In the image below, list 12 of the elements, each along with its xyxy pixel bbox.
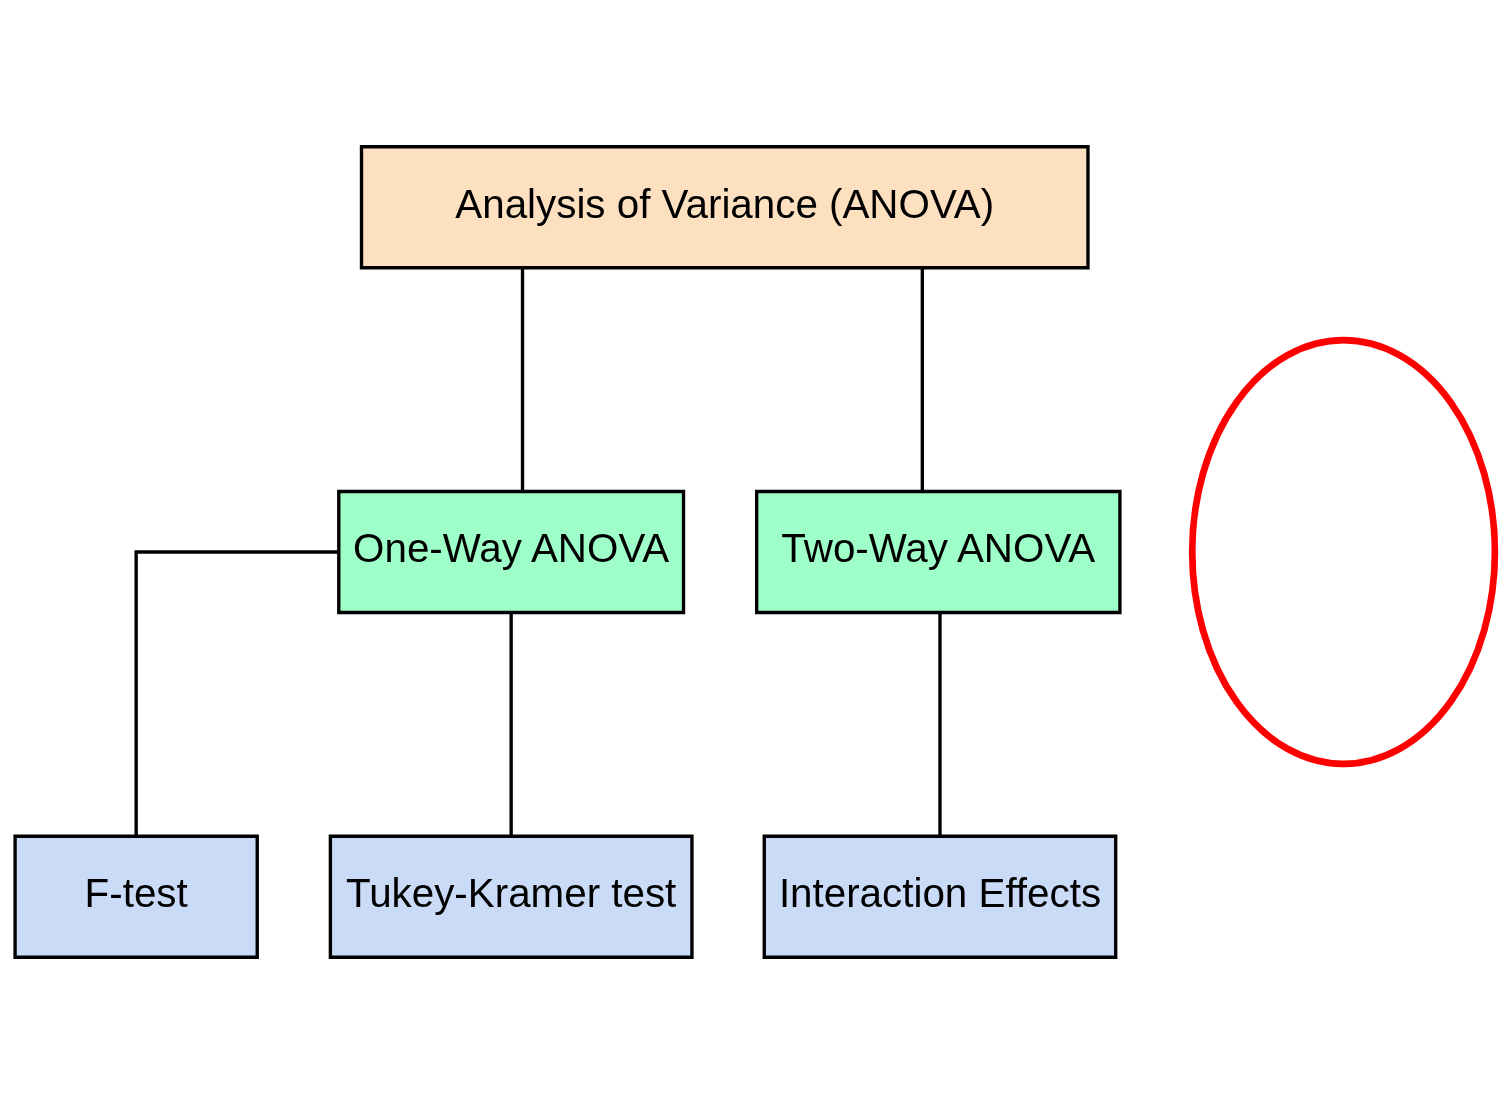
connector <box>509 612 513 836</box>
connector <box>920 267 924 491</box>
node-box: One-Way ANOVA <box>337 489 686 614</box>
connector <box>134 549 339 836</box>
connector <box>520 267 525 491</box>
node-box: Analysis of Variance (ANOVA) <box>359 144 1090 269</box>
connector <box>938 612 942 836</box>
node-box: Tukey-Kramer test <box>328 834 694 959</box>
node-box: Interaction Effects <box>762 834 1118 959</box>
node-box: F-test <box>13 834 259 959</box>
node-ellipse <box>1188 336 1499 767</box>
node-box: Two-Way ANOVA <box>755 489 1122 614</box>
